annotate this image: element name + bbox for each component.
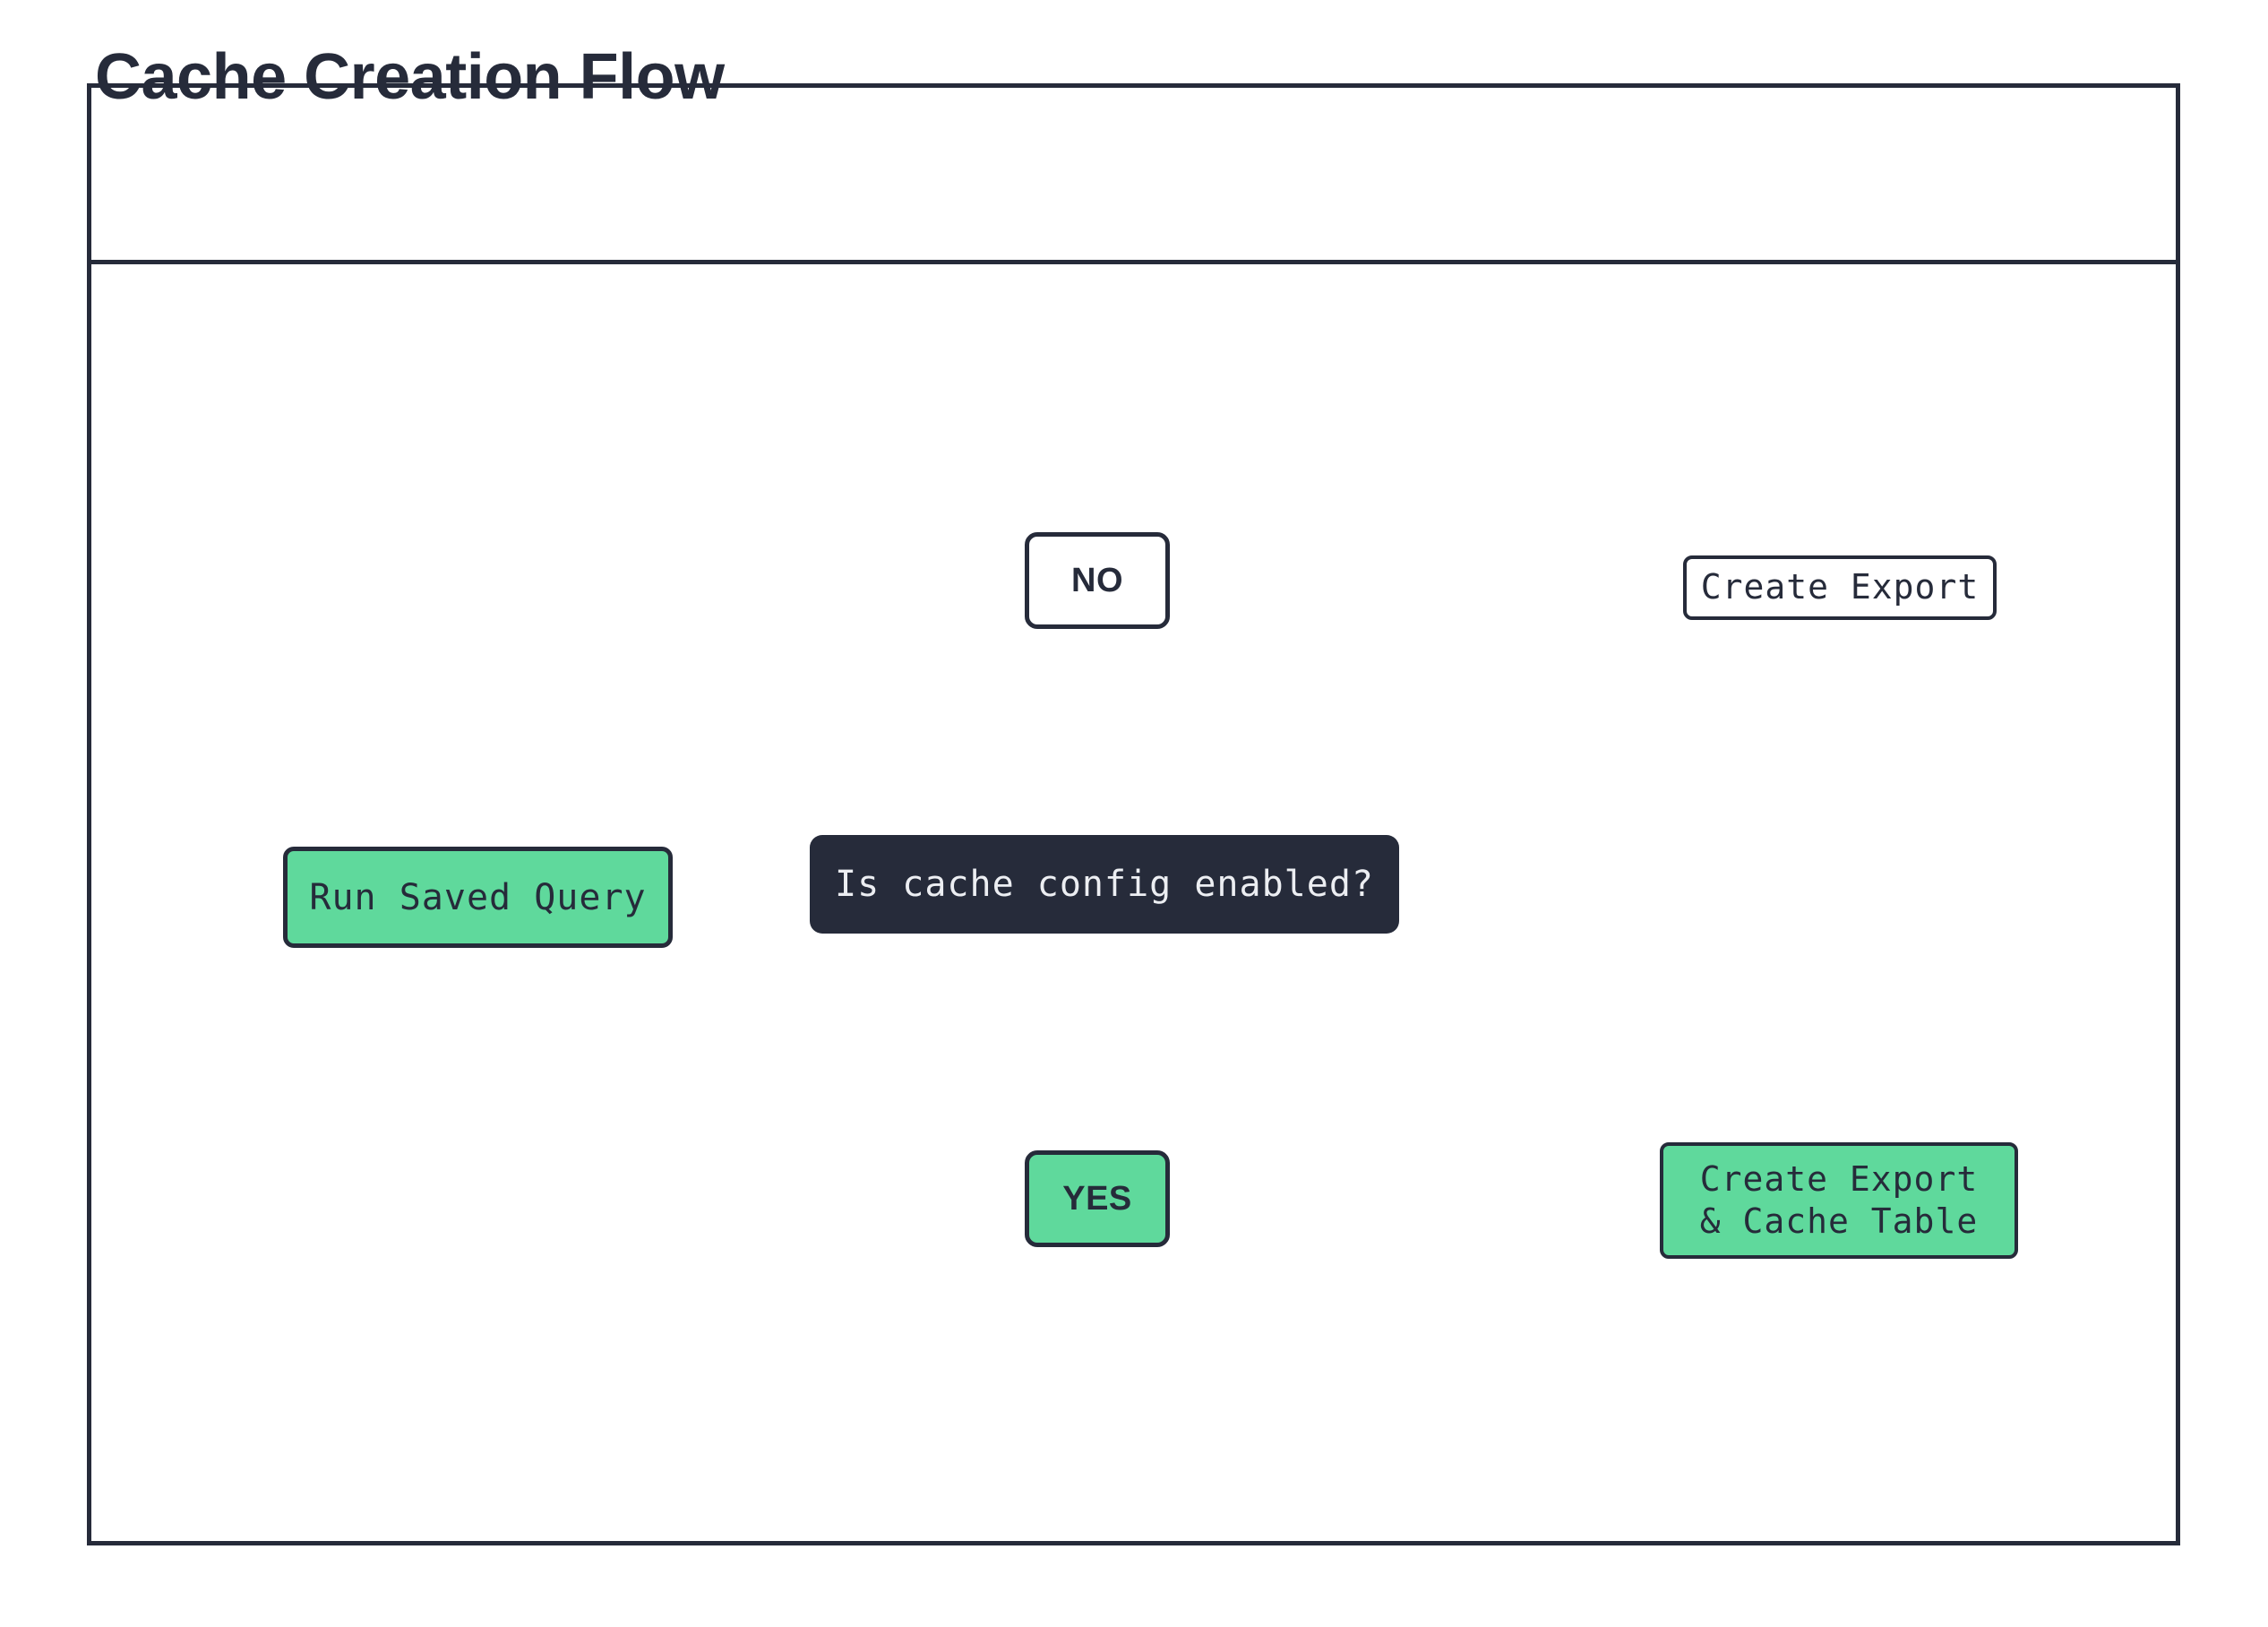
node-create-export-cache-table-label: Create Export & Cache Table [1699,1158,1979,1241]
node-branch-no-label: NO [1071,561,1123,599]
node-decision-cache-config[interactable]: Is cache config enabled? [810,835,1399,934]
node-branch-yes[interactable]: YES [1025,1150,1170,1247]
node-branch-no[interactable]: NO [1025,532,1170,629]
node-create-export-cache-table[interactable]: Create Export & Cache Table [1660,1142,2018,1259]
node-run-saved-query-label: Run Saved Query [309,876,647,918]
node-branch-yes-label: YES [1062,1179,1132,1218]
diagram-header [91,88,2176,264]
node-create-export-label: Create Export [1700,567,1980,607]
node-decision-label: Is cache config enabled? [835,864,1374,905]
node-run-saved-query[interactable]: Run Saved Query [283,847,673,948]
diagram-frame [87,83,2180,1545]
node-create-export[interactable]: Create Export [1683,555,1997,620]
page-title: Cache Creation Flow [95,41,725,113]
